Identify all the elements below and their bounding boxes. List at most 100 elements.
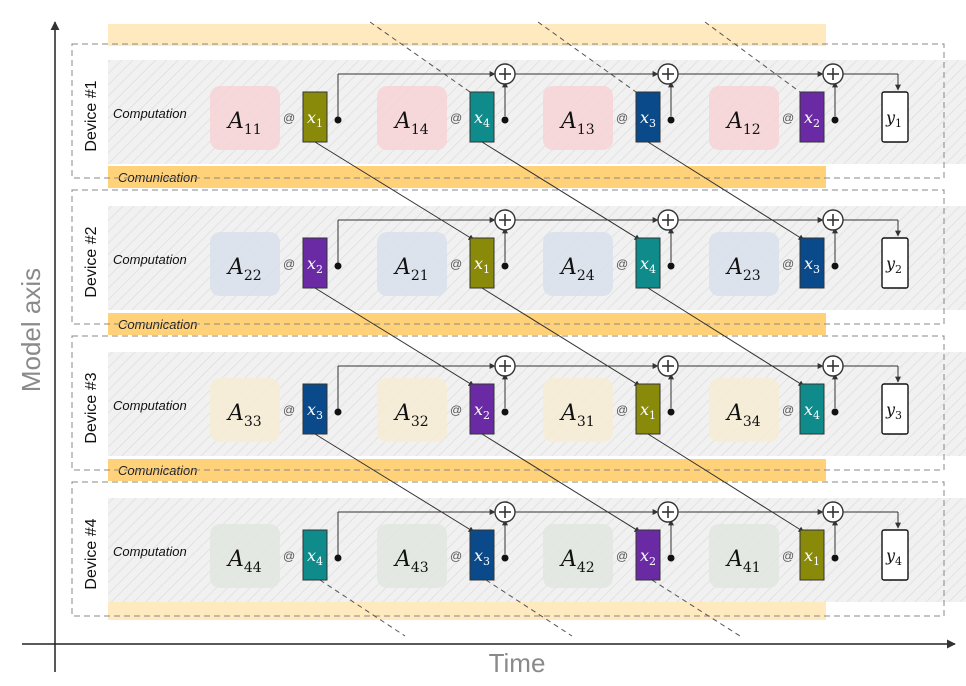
matmul-operator: @ [450, 257, 462, 271]
vector-block [635, 529, 661, 581]
matmul-operator: @ [616, 111, 628, 125]
output-dot [501, 116, 509, 124]
output-dot [334, 554, 342, 562]
output-dot [831, 116, 839, 124]
device-box [71, 481, 945, 617]
output-dot [501, 408, 509, 416]
vector-block [469, 237, 495, 289]
matrix-block [377, 378, 447, 442]
output-block [881, 237, 909, 289]
communication-band [108, 24, 826, 46]
matrix-block [377, 232, 447, 296]
matrix-block [210, 524, 280, 588]
vector-block [469, 383, 495, 435]
device-box [71, 189, 945, 325]
output-dot [501, 554, 509, 562]
matrix-label: A23 [725, 255, 761, 284]
matrix-block [543, 232, 613, 296]
output-dot [667, 554, 675, 562]
output-dot [667, 116, 675, 124]
matrix-block [543, 86, 613, 150]
transfer-arrow [647, 433, 805, 533]
matrix-block [377, 86, 447, 150]
computation-label: Computation [113, 398, 187, 413]
vector-block [469, 91, 495, 143]
transfer-arrow [314, 141, 475, 241]
transfer-arrow [481, 287, 641, 387]
matmul-operator: @ [283, 549, 295, 563]
output-block [881, 383, 909, 435]
outgoing-transfer-line [485, 579, 573, 637]
output-dot [334, 408, 342, 416]
matrix-block [377, 524, 447, 588]
vector-block [302, 529, 328, 581]
matmul-operator: @ [450, 549, 462, 563]
output-block [881, 91, 909, 143]
incoming-transfer-line [704, 21, 801, 93]
vector-block [799, 91, 825, 143]
x-axis-label: Time [489, 648, 546, 678]
vector-block [302, 91, 328, 143]
transfer-arrow [647, 287, 805, 387]
communication-band-fill [108, 166, 826, 188]
vector-block [469, 529, 495, 581]
matmul-operator: @ [782, 257, 794, 271]
output-block [881, 529, 909, 581]
transfer-arrows [314, 21, 805, 637]
device-label: Device #1 [83, 80, 100, 151]
incoming-transfer-line [369, 21, 471, 93]
matmul-operator: @ [283, 257, 295, 271]
matmul-operator: @ [616, 257, 628, 271]
output-dot [831, 408, 839, 416]
device-label: Device #4 [83, 518, 100, 589]
device-box [71, 43, 945, 179]
output-dot [667, 262, 675, 270]
transfer-arrow [647, 141, 805, 241]
matmul-operator: @ [782, 549, 794, 563]
transfer-arrow [481, 141, 641, 241]
matrix-block [709, 86, 779, 150]
vector-block [799, 237, 825, 289]
output-dot [334, 262, 342, 270]
vector-block [635, 91, 661, 143]
vector-block [799, 383, 825, 435]
matmul-operator: @ [616, 549, 628, 563]
computation-label: Computation [113, 106, 187, 121]
matmul-operator: @ [782, 403, 794, 417]
device-box [71, 335, 945, 471]
vector-block [302, 237, 328, 289]
communication-band [108, 598, 826, 620]
vector-block [302, 383, 328, 435]
transfer-arrow [314, 433, 475, 533]
vector-block [635, 383, 661, 435]
output-dot [667, 408, 675, 416]
output-dot [334, 116, 342, 124]
matrix-block [709, 524, 779, 588]
matmul-operator: @ [283, 403, 295, 417]
matmul-operator: @ [450, 403, 462, 417]
incoming-transfer-line [537, 21, 637, 93]
matrix-block [709, 378, 779, 442]
transfer-arrow [314, 287, 475, 387]
matmul-operator: @ [283, 111, 295, 125]
transfer-arrow [481, 433, 641, 533]
matrix-label: A43 [393, 547, 429, 576]
matmul-operator: @ [616, 403, 628, 417]
matrix-block [210, 378, 280, 442]
output-dot [501, 262, 509, 270]
matrix-block [543, 378, 613, 442]
output-dot [831, 262, 839, 270]
outgoing-transfer-line [319, 579, 406, 637]
computation-label: Computation [113, 252, 187, 267]
device-label: Device #2 [83, 226, 100, 297]
matrix-block [709, 232, 779, 296]
vector-block [799, 529, 825, 581]
output-dot [831, 554, 839, 562]
